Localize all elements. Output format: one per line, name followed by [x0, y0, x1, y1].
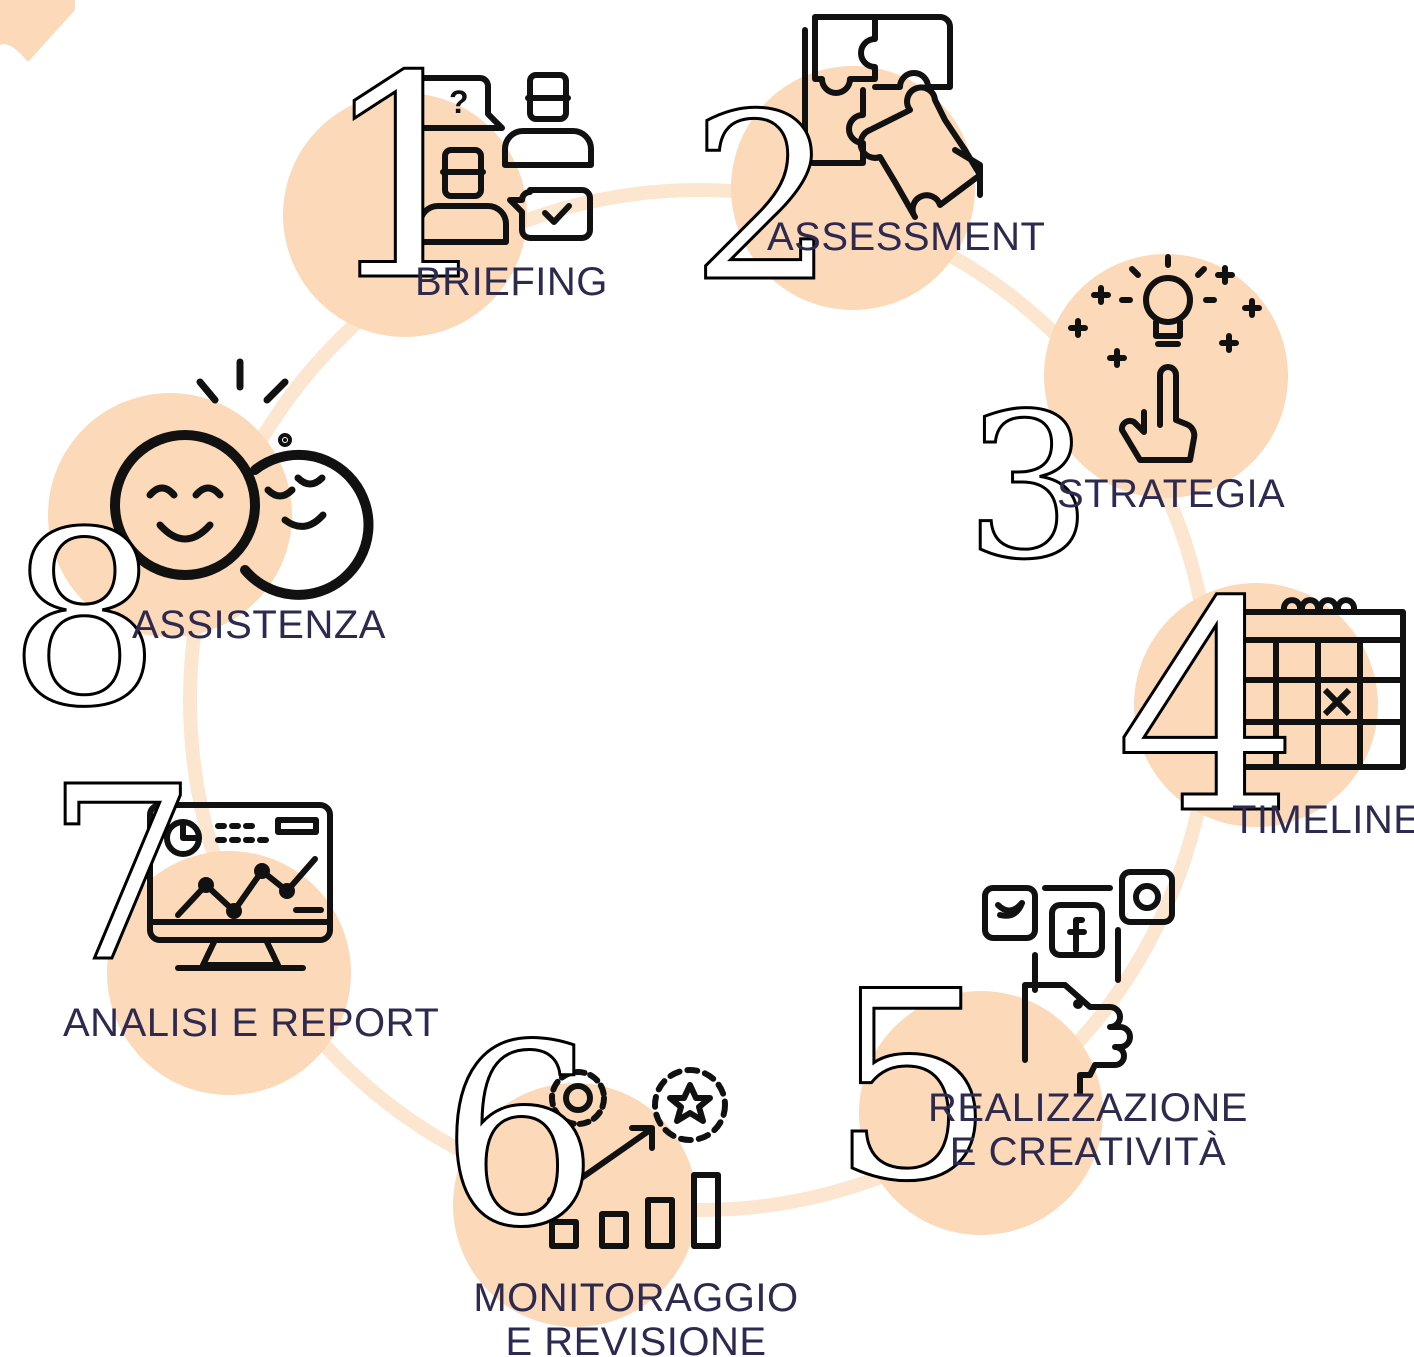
step-7-number: 7: [44, 735, 200, 1015]
social-media-hand-icon: [982, 869, 1175, 1096]
step-5-number: 5: [828, 937, 996, 1239]
step-1-circle: [283, 93, 527, 337]
step-5-label: REALIZZAZIONE E CREATIVITÀ: [928, 1086, 1248, 1174]
smiley-faces-icon: [110, 358, 374, 600]
idea-lightbulb-hand-icon: [1068, 254, 1262, 463]
step-3-number: 3: [963, 371, 1093, 604]
step-6-label-line-2: E REVISIONE: [505, 1320, 767, 1357]
svg-text:?: ?: [449, 84, 469, 120]
step-2-circle: [731, 66, 975, 310]
step-8-number: 8: [7, 480, 163, 760]
step-5-label-line-2: E CREATIVITÀ: [949, 1130, 1227, 1174]
step-1-number: 1: [318, 17, 499, 343]
step-5-label-line-1: REALIZZAZIONE: [928, 1086, 1248, 1130]
growth-chart-icon: [547, 1067, 728, 1249]
step-2-label: ASSESSMENT: [767, 215, 1046, 259]
step-7-label: ANALISI E REPORT: [63, 1001, 440, 1045]
step-8-label: ASSISTENZA: [132, 603, 386, 647]
step-6-label: MONITORAGGIO E REVISIONE: [463, 1276, 809, 1357]
calendar-icon: [1230, 597, 1406, 770]
step-7-circle: [107, 851, 351, 1095]
step-6-label-line-1: MONITORAGGIO: [473, 1276, 799, 1320]
monitor-analytics-icon: [147, 802, 333, 971]
step-2-number: 2: [688, 66, 837, 333]
step-1-label: BRIEFING: [415, 260, 608, 304]
corner-shape: [0, 0, 75, 62]
step-4-number: 4: [1114, 541, 1302, 878]
step-5-circle: [859, 991, 1103, 1235]
step-3-circle: [1044, 254, 1288, 498]
step-4-label: TIMELINE: [1232, 798, 1414, 842]
puzzle-icon: [802, 14, 983, 220]
step-3-label: STRATEGIA: [1057, 472, 1286, 516]
briefing-meeting-icon: ?: [414, 72, 594, 245]
step-6-number: 6: [438, 991, 600, 1282]
step-6-circle: [453, 1083, 697, 1327]
